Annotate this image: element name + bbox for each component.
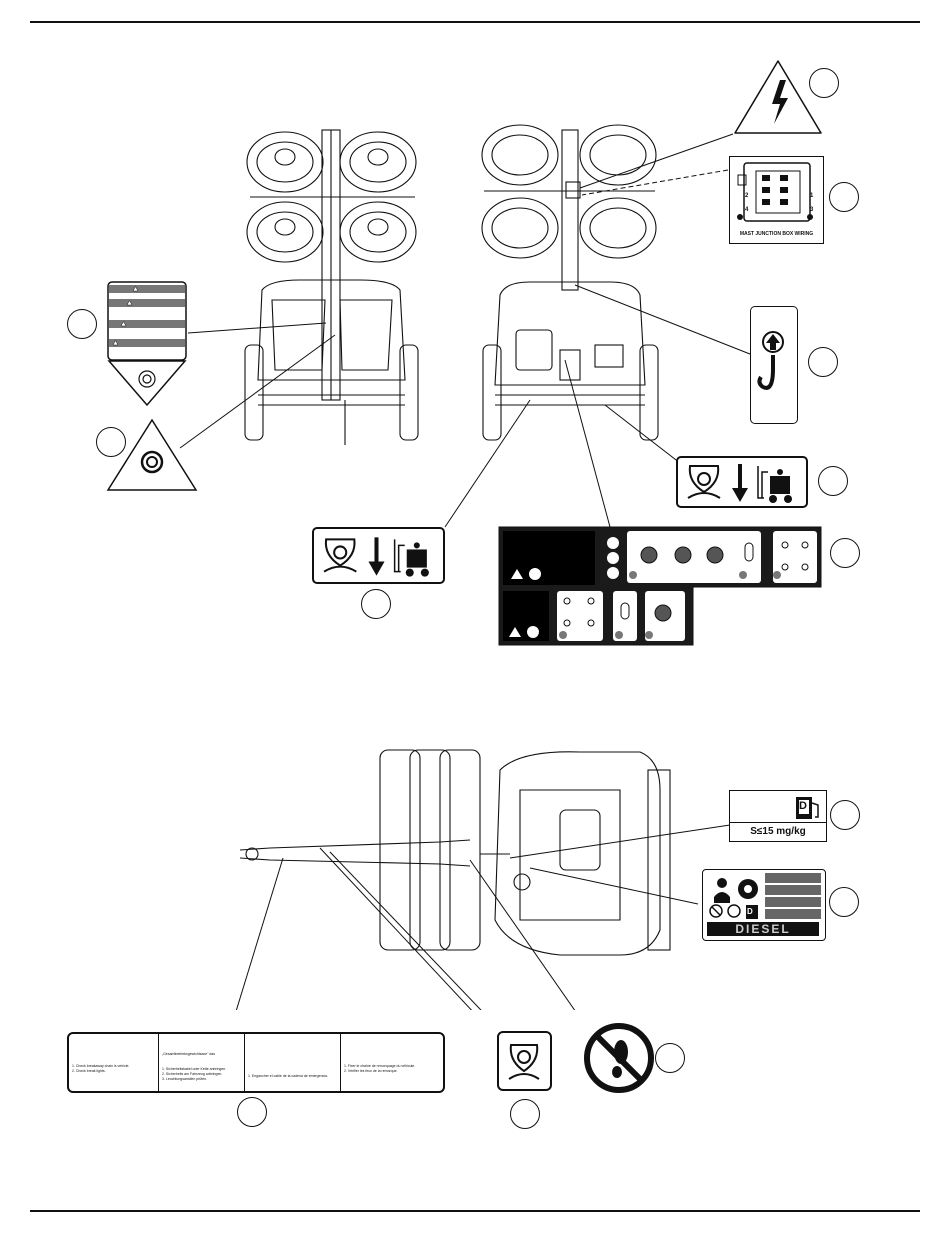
light-tower-top-view	[235, 749, 731, 1010]
lifting-hook-icon	[757, 331, 784, 390]
terminal-label: 4	[745, 207, 749, 213]
callout-marker	[809, 68, 839, 98]
callout-marker	[830, 800, 860, 830]
junction-box-caption: MAST JUNCTION BOX WIRING	[739, 231, 814, 237]
control-panel-decal	[498, 526, 822, 646]
callout-marker	[510, 1099, 540, 1129]
instruction-line: 3. Leuchtungsanstlen prüfen.	[162, 1077, 208, 1081]
callout-marker	[830, 538, 860, 568]
forklift-tie-down-icon	[687, 464, 792, 503]
warning-rows	[765, 873, 821, 923]
instruction-line: 1. Check breakaway chain is vehicle.	[72, 1064, 130, 1068]
callout-marker	[96, 427, 126, 457]
instruction-line: 2. Sicherheits am Fahrzeug anbringen.	[162, 1072, 223, 1076]
instruction-line: 1. Engancher el cable de la cadena de em…	[248, 1074, 328, 1078]
callout-marker	[67, 309, 97, 339]
forklift-tie-down-decal	[676, 456, 808, 508]
bottom-rule	[30, 1210, 920, 1212]
tie-down-point-decal	[497, 1031, 552, 1091]
no-step-icon	[584, 1023, 654, 1093]
instruction-column-fr: 1. Fixer le chaîne de remorquage du véhi…	[341, 1034, 443, 1091]
instruction-line: 1. Sicherheitskabel oder Kette anbringen…	[162, 1067, 227, 1071]
fuel-sulfur-spec: S≤15 mg/kg	[750, 826, 806, 837]
power-symbol-icon	[106, 418, 198, 491]
instruction-column-es: 1. Engancher el cable de la cadena de em…	[245, 1034, 341, 1091]
towing-instructions-decal: 1. Check breakaway chain is vehicle. 2. …	[67, 1032, 445, 1093]
callout-marker	[829, 887, 859, 917]
callout-marker	[361, 589, 391, 619]
terminal-label: 1	[810, 193, 814, 199]
divider	[730, 822, 826, 823]
callout-marker	[829, 182, 859, 212]
fuel-symbol-letter: D	[799, 800, 807, 812]
forklift-tie-down-icon	[323, 537, 429, 577]
high-voltage-icon	[734, 60, 822, 134]
light-tower-front-rear-views	[179, 124, 756, 528]
forklift-tie-down-decal	[312, 527, 445, 584]
callout-marker	[808, 347, 838, 377]
warning-label-stack	[107, 281, 187, 411]
instruction-column-en: 1. Check breakaway chain is vehicle. 2. …	[69, 1034, 159, 1091]
fuel-spec-decal: D S≤15 mg/kg	[729, 790, 827, 842]
instruction-line: 2. Vérifier les feux de la remorque.	[344, 1069, 398, 1073]
junction-box-wiring-decal: 1 2 3 4 MAST JUNCTION BOX WIRING	[729, 156, 824, 244]
rear-view-lamps	[481, 124, 657, 259]
instruction-line: 2. Check break lights.	[72, 1069, 106, 1073]
fuel-symbol-letter: D	[747, 907, 753, 916]
callout-marker	[237, 1097, 267, 1127]
instruction-line: „Gesamtbetriebsgewichtsaxe" das	[162, 1052, 215, 1056]
terminal-label: 3	[810, 207, 814, 213]
lifting-point-decal	[750, 306, 798, 424]
instruction-line: 1. Fixer le chaîne de remorquage du véhi…	[344, 1064, 416, 1068]
callout-marker	[818, 466, 848, 496]
top-rule	[30, 21, 920, 23]
fuel-pump-icon	[796, 797, 819, 819]
diesel-label: DIESEL	[707, 922, 819, 936]
instruction-column-de: „Gesamtbetriebsgewichtsaxe" das 1. Siche…	[159, 1034, 245, 1091]
diesel-fuel-decal: D DIESEL	[702, 869, 826, 941]
callout-marker	[655, 1043, 685, 1073]
earth-ground-icon	[508, 1044, 540, 1080]
terminal-label: 2	[745, 193, 749, 199]
